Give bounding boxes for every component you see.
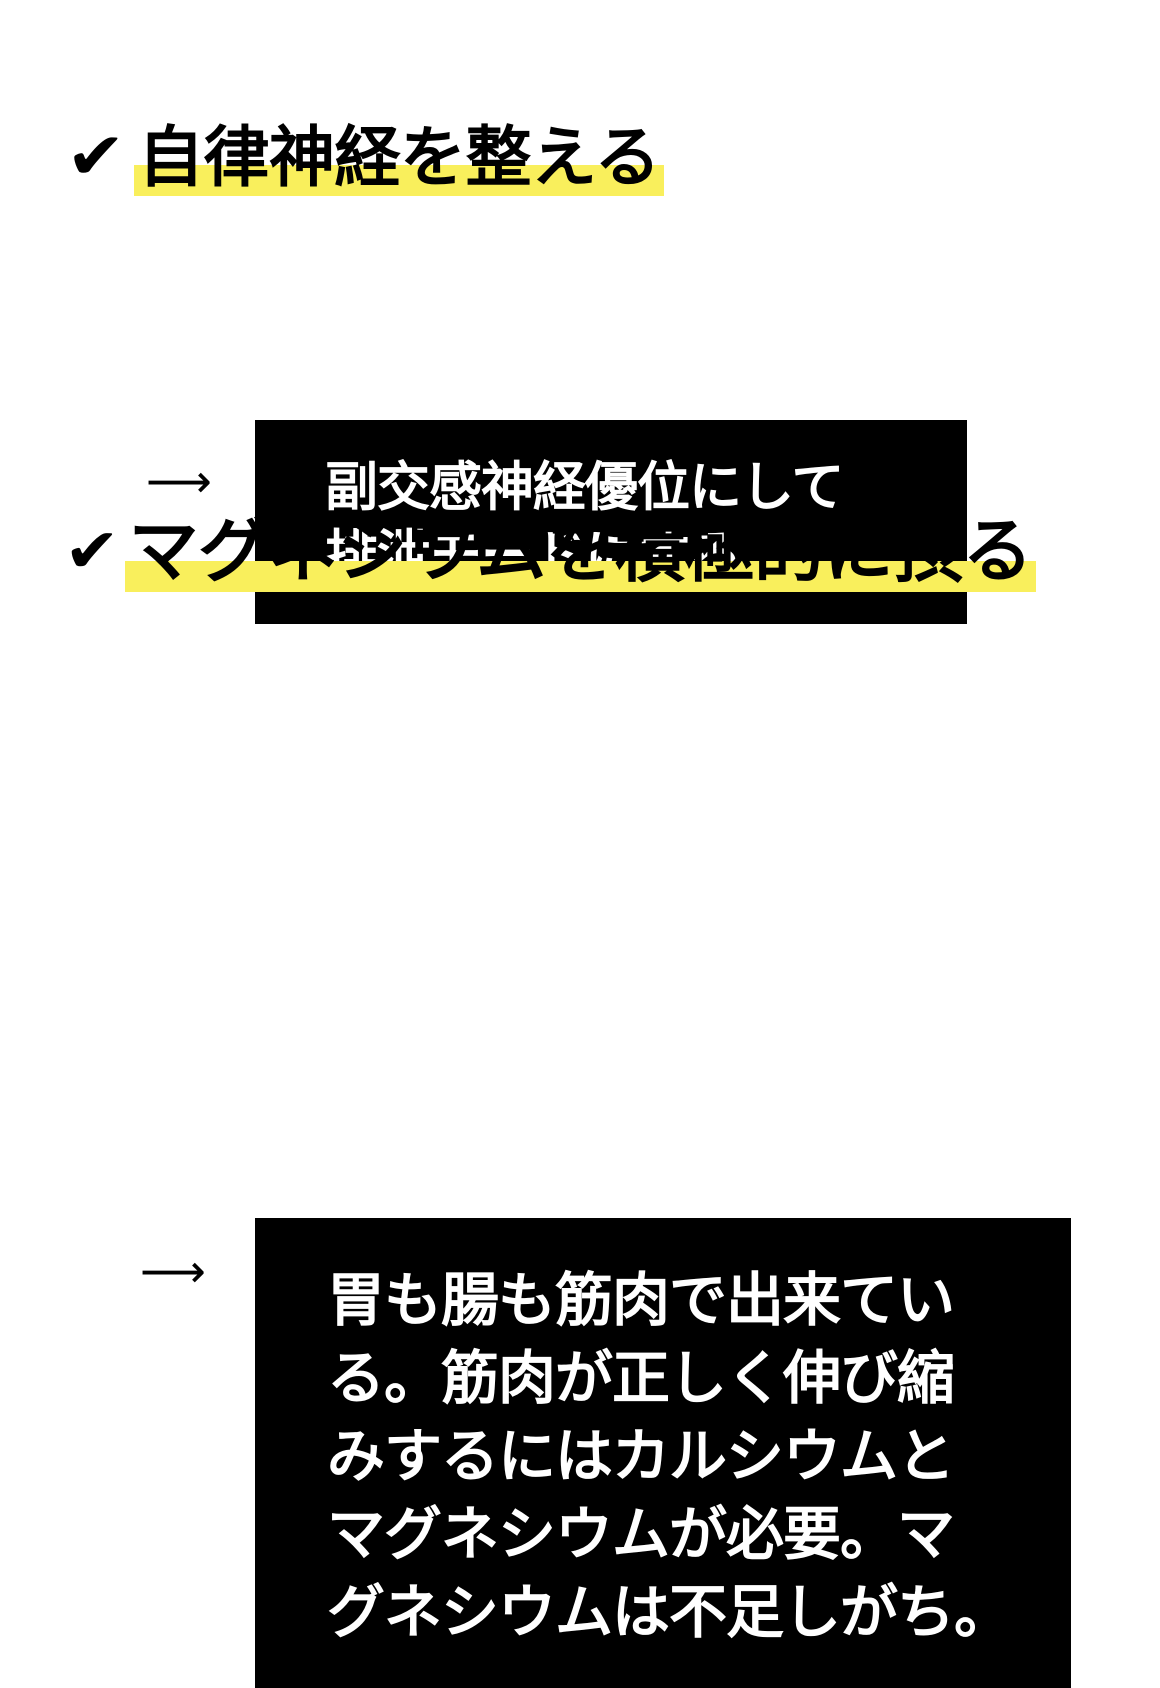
arrow-right-icon: ⟶ <box>146 455 212 507</box>
highlight-band-1 <box>133 165 664 196</box>
callout-box-2-line: グネシウムは不足しがち。 <box>327 1580 1012 1645</box>
callout-box-2: 胃も腸も筋肉で出来てい る。筋肉が正しく伸び縮 みするにはカルシウムと マグネシ… <box>255 1218 1071 1688</box>
slide-canvas: ✔ 自律神経を整える ⟶ 副交感神経優位にして 排泄モードにする ✔ マグネシウ… <box>0 104 1160 1688</box>
heading-row-1: ✔ 自律神経を整える <box>0 104 1160 196</box>
callout-box-2-line: る。筋肉が正しく伸び縮 <box>327 1346 955 1411</box>
heading-2-label: マグネシウムを積極的に摂る <box>128 512 1033 590</box>
highlight-band-2 <box>124 561 1037 592</box>
check-icon: ✔ <box>64 516 120 586</box>
heading-1-label: 自律神経を整える <box>137 120 661 194</box>
heading-1: 自律神経を整える <box>133 124 664 196</box>
check-icon: ✔ <box>66 120 126 194</box>
callout-box-2-line: みするにはカルシウムと <box>327 1424 955 1489</box>
section-magnesium: ✔ マグネシウムを積極的に摂る ⟶ 胃も腸も筋肉で出来てい る。筋肉が正しく伸び… <box>0 500 1160 1688</box>
heading-row-2: ✔ マグネシウムを積極的に摂る <box>0 500 1160 592</box>
callout-box-2-line: マグネシウムが必要。マ <box>327 1502 955 1567</box>
callout-box-2-line: 胃も腸も筋肉で出来てい <box>327 1268 955 1333</box>
heading-2: マグネシウムを積極的に摂る <box>124 516 1037 592</box>
section-autonomic-nerve: ✔ 自律神経を整える ⟶ 副交感神経優位にして 排泄モードにする <box>0 104 1160 624</box>
arrow-right-icon: ⟶ <box>140 1245 206 1297</box>
callout-box-1-line: 副交感神経優位にして <box>325 458 844 517</box>
